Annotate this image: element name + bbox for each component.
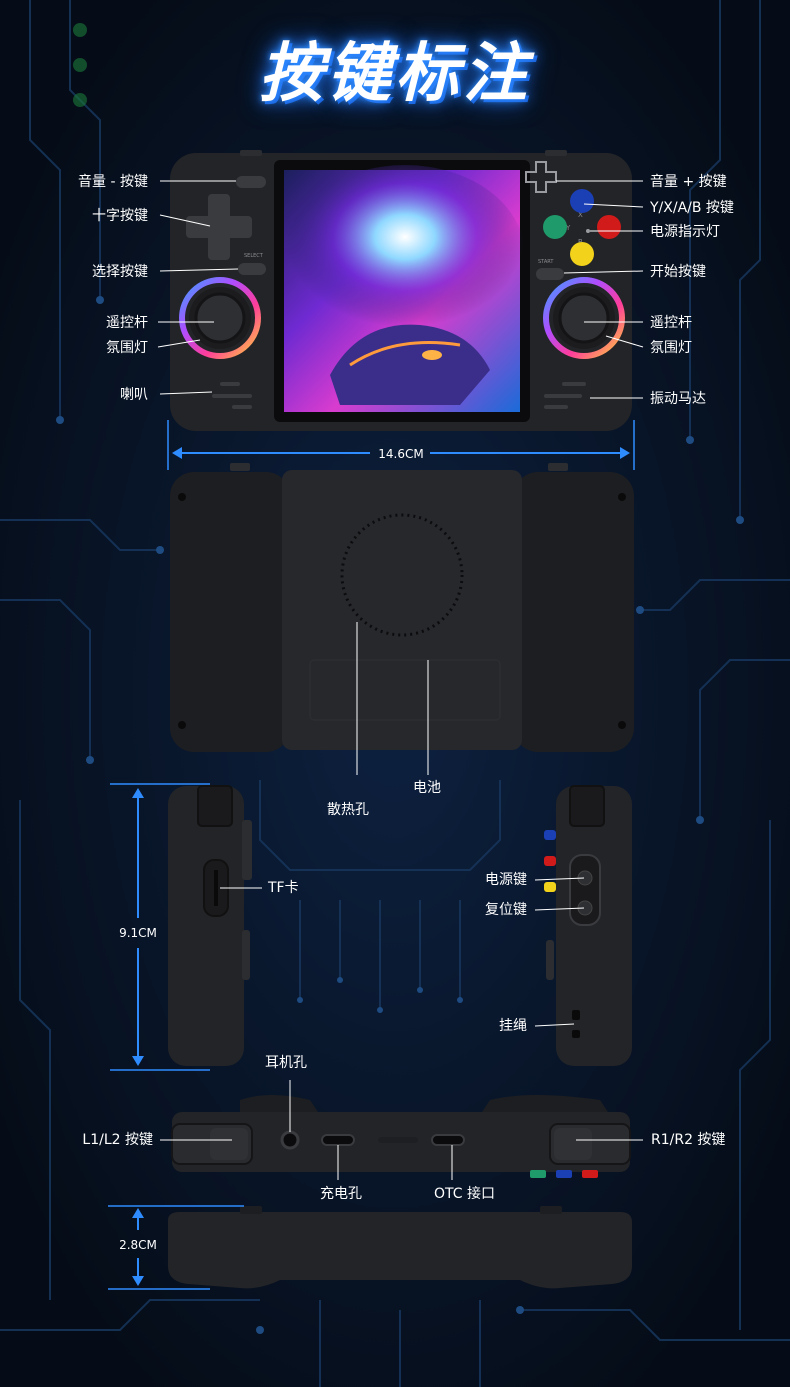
width-dimension: 14.6CM — [378, 447, 424, 461]
label-start: 开始按键 — [650, 264, 706, 280]
label-ambient-light-left: 氛围灯 — [106, 340, 148, 356]
label-vent: 散热孔 — [327, 802, 369, 818]
label-ambient-light-right: 氛围灯 — [650, 340, 692, 356]
depth-dimension: 2.8CM — [119, 1238, 157, 1252]
svg-text:Y: Y — [565, 224, 571, 232]
front-view: SELECT X Y A B START — [157, 150, 644, 470]
power-reset-housing — [569, 854, 601, 926]
label-charging: 充电孔 — [320, 1186, 362, 1202]
power-indicator-led — [586, 229, 590, 233]
page-title: 按键标注 — [259, 37, 531, 111]
bottom-view — [108, 1205, 632, 1290]
label-tf-card: TF卡 — [268, 880, 299, 896]
label-battery: 电池 — [413, 780, 441, 796]
label-speaker: 喇叭 — [120, 387, 148, 403]
right-dpad-icon — [525, 161, 557, 193]
side-views — [110, 783, 632, 1071]
back-panel — [282, 470, 522, 750]
label-joystick-left: 遥控杆 — [106, 315, 148, 331]
label-yxab: Y/X/A/B 按键 — [650, 200, 734, 216]
button-a — [597, 215, 621, 239]
top-left-shoulder — [240, 1095, 320, 1115]
button-y — [570, 189, 594, 213]
headphone-jack — [280, 1130, 300, 1150]
bottom-body — [168, 1212, 632, 1289]
label-volume-down: 音量 - 按键 — [78, 174, 148, 190]
battery-cover — [309, 659, 501, 721]
label-reset-key: 复位键 — [485, 902, 527, 918]
label-volume-up: 音量 + 按键 — [650, 174, 727, 190]
charging-port — [321, 1134, 355, 1146]
label-dpad: 十字按键 — [92, 208, 148, 224]
height-dimension: 9.1CM — [119, 926, 157, 940]
dpad — [186, 194, 252, 260]
top-right-shoulder — [480, 1095, 610, 1115]
label-lanyard: 挂绳 — [499, 1018, 527, 1034]
button-x — [543, 215, 567, 239]
svg-text:B: B — [578, 238, 583, 246]
label-power-indicator: 电源指示灯 — [650, 224, 720, 240]
back-view — [170, 463, 634, 775]
vent-holes — [340, 513, 464, 637]
lanyard-hole — [572, 1010, 580, 1020]
volume-down-button — [236, 176, 266, 188]
start-button — [536, 268, 564, 280]
label-joystick-right: 遥控杆 — [650, 315, 692, 331]
top-view — [160, 1080, 643, 1180]
otc-port — [431, 1134, 465, 1146]
right-side-body — [556, 786, 632, 1066]
select-silk: SELECT — [244, 253, 264, 259]
label-l1l2: L1/L2 按键 — [82, 1132, 153, 1148]
left-side-body — [168, 786, 244, 1066]
right-joystick — [558, 292, 610, 344]
select-button — [238, 263, 266, 275]
svg-text:X: X — [578, 211, 583, 219]
label-vibration-motor: 振动马达 — [650, 391, 706, 407]
label-r1r2: R1/R2 按键 — [651, 1132, 726, 1148]
back-left-grip — [170, 472, 290, 752]
label-select: 选择按键 — [92, 264, 148, 280]
label-power-key: 电源键 — [485, 872, 527, 888]
button-b — [570, 242, 594, 266]
label-headphone: 耳机孔 — [265, 1055, 307, 1071]
label-otc: OTC 接口 — [434, 1186, 495, 1202]
back-right-grip — [514, 472, 634, 752]
left-joystick — [194, 292, 246, 344]
svg-text:START: START — [538, 259, 554, 265]
